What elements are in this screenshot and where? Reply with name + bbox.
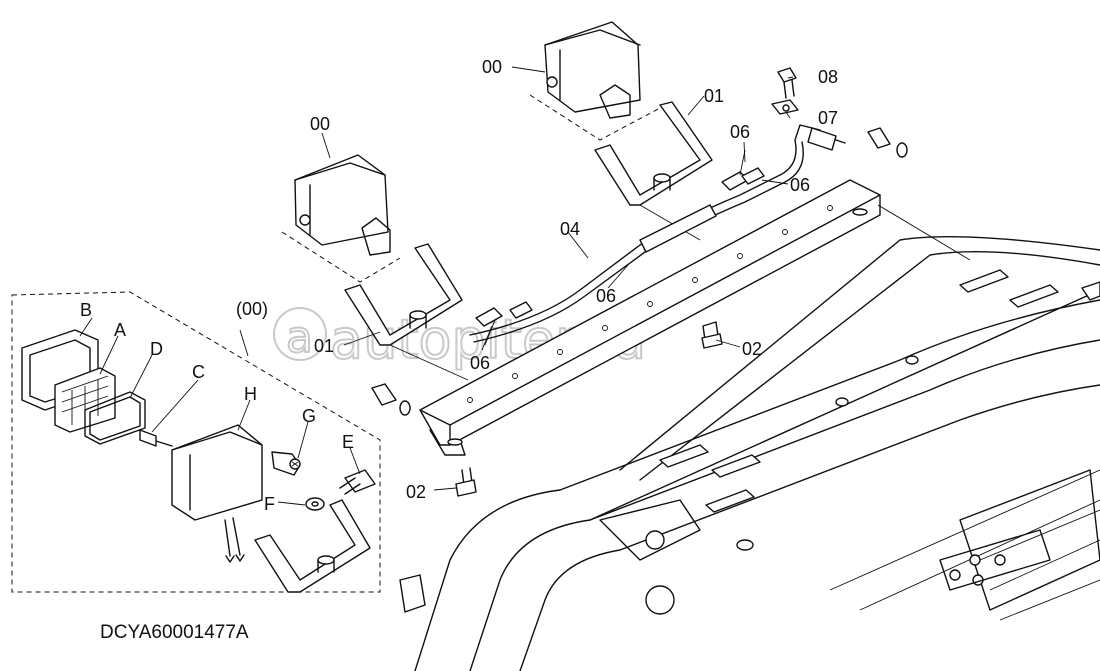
label-clip-06-bottom: 06 [470,353,490,373]
svg-text:a: a [286,312,313,363]
detail-gasket-d [84,391,146,445]
detail-lens-a [54,367,116,433]
work-lamp-left [281,154,401,283]
label-bracket-right: 01 [704,86,724,106]
label-washer-07: 07 [818,108,838,128]
detail-bracket [254,499,371,593]
bracket-right [594,101,713,241]
label-clip-06-right: 06 [790,175,810,195]
bolt-rail-right [867,127,908,158]
drawing-code: DCYA60001477A [100,622,249,643]
label-harness-04: 04 [560,219,580,239]
work-lamp-right [529,21,661,141]
label-detail-g: G [302,406,316,426]
clip-06-bottom [475,301,533,346]
label-bracket-left: 01 [314,336,334,356]
label-detail-c: C [192,362,205,382]
label-detail-a: A [114,320,126,340]
label-clip-06-top: 06 [730,122,750,142]
detail-washer-f [305,497,325,511]
leader-lines [79,66,794,506]
label-detail-f: F [264,494,275,514]
label-detail-h: H [244,384,257,404]
label-detail-b: B [80,300,92,320]
label-lamp-left: 00 [310,114,330,134]
bracket-left [344,243,469,381]
clip-06-top [721,149,765,191]
bolt-08 [777,67,797,99]
label-detail-e: E [342,432,354,452]
cab-roof [399,235,1100,671]
mounting-rail [419,179,971,456]
label-bolt-02-right: 02 [742,339,762,359]
label-detail-d: D [150,339,163,359]
detail-bolt-g [271,451,301,476]
label-detail-ref: (00) [236,299,268,319]
detail-housing-h [171,424,263,563]
wire-harness [469,124,846,343]
detail-bolt-e [339,469,376,495]
label-bolt-02-left: 02 [406,482,426,502]
label-lamp-right: 00 [482,57,502,77]
bolt-02-left [455,467,477,497]
label-bolt-08: 08 [818,67,838,87]
washer-07 [771,99,799,115]
bolt-rail-left [371,383,411,416]
detail-bulb-c [139,429,173,447]
bolt-02-right [701,321,723,349]
label-clip-06-mid: 06 [596,286,616,306]
